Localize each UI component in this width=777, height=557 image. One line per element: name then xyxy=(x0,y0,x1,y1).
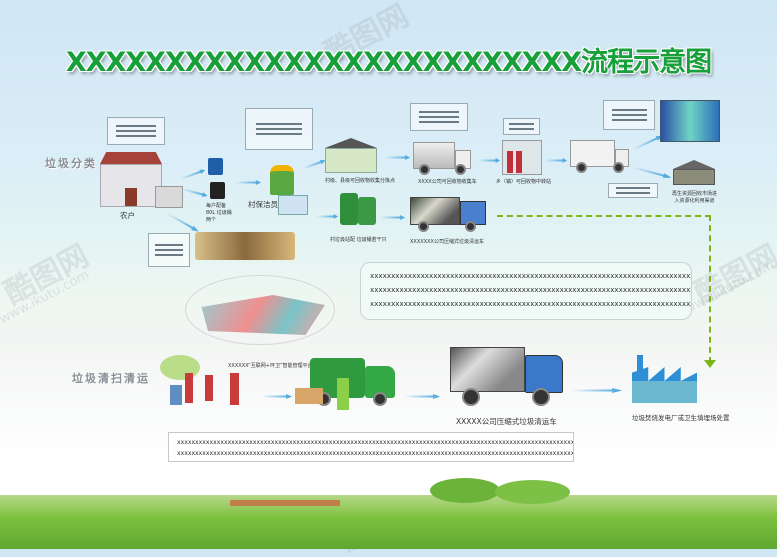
farmhouse-row xyxy=(230,500,340,506)
market-label: 再生资源回收市场进入资源化利用渠道 xyxy=(672,191,718,204)
tree-illustration xyxy=(495,480,570,504)
speech-bubble xyxy=(245,108,313,150)
flow-arrow xyxy=(632,165,672,180)
green-bin-icon xyxy=(358,197,376,225)
disposal-label: 垃圾焚烧发电厂或卫生填埋场处置 xyxy=(632,414,730,422)
dotted-flow-line xyxy=(709,215,711,363)
compactor-top-label: XXXXXXX公司压缩式垃圾清运车 xyxy=(410,239,484,245)
speech-bubble xyxy=(148,233,190,267)
flow-arrow xyxy=(180,168,206,182)
text-line: xxxxxxxxxxxxxxxxxxxxxxxxxxxxxxxxxxxxxxxx… xyxy=(370,286,692,294)
recyclable-bin-icon xyxy=(208,158,223,175)
green-bin-icon xyxy=(340,193,358,225)
speech-bubble xyxy=(603,100,655,130)
text-line: xxxxxxxxxxxxxxxxxxxxxxxxxxxxxxxxxxxxxxxx… xyxy=(177,450,574,457)
section-label-cleaning: 垃圾清扫清运 xyxy=(72,372,150,385)
village-cleaner-illustration xyxy=(270,165,294,195)
box-truck-illustration xyxy=(570,140,630,173)
signal-rings xyxy=(185,275,335,345)
tree-illustration xyxy=(430,478,500,503)
map-caption: XXXXXX“互联网+环卫”智能管理平台 xyxy=(228,363,313,369)
disposal-plant-illustration xyxy=(632,355,697,403)
speech-bubble xyxy=(503,118,540,135)
cleaning-cart-illustration xyxy=(278,195,308,215)
recycling-market-building xyxy=(673,160,715,185)
description-textbox: xxxxxxxxxxxxxxxxxxxxxxxxxxxxxxxxxxxxxxxx… xyxy=(360,262,692,320)
compactor-bottom-label: XXXXX公司压缩式垃圾清运车 xyxy=(456,417,557,426)
other-waste-bin-icon xyxy=(210,182,225,199)
recycle-truck-illustration xyxy=(413,142,471,175)
farmer-label: 农户 xyxy=(120,211,135,220)
text-line: xxxxxxxxxxxxxxxxxxxxxxxxxxxxxxxxxxxxxxxx… xyxy=(177,439,574,446)
green-garbage-truck-illustration xyxy=(295,358,405,413)
speech-bubble xyxy=(107,117,165,145)
transfer-station-illustration xyxy=(502,140,542,175)
village-bins-label: 村垃圾站配 垃圾桶若干只 xyxy=(330,237,387,243)
flow-arrow xyxy=(572,388,622,393)
bins-label: 每户配备80L 垃圾桶两个 xyxy=(206,203,232,223)
flow-arrow xyxy=(166,211,200,233)
text-line: xxxxxxxxxxxxxxxxxxxxxxxxxxxxxxxxxxxxxxxx… xyxy=(370,272,692,280)
flow-arrow xyxy=(545,158,567,163)
flow-arrow xyxy=(182,187,208,199)
compactor-truck-illustration xyxy=(450,345,565,410)
speech-bubble xyxy=(410,103,468,131)
arrow-down-icon xyxy=(704,360,716,368)
flow-arrow xyxy=(262,394,292,399)
description-textbox: xxxxxxxxxxxxxxxxxxxxxxxxxxxxxxxxxxxxxxxx… xyxy=(168,432,574,462)
street-sweepers-illustration xyxy=(160,355,250,410)
flow-arrow xyxy=(316,214,338,219)
section-label-sorting: 垃圾分类 xyxy=(45,157,97,170)
recycle-truck-label: XXXX公司可回收物收集车 xyxy=(418,179,477,185)
flow-arrow xyxy=(385,155,410,160)
collection-point-building xyxy=(325,138,377,173)
page-title: XXXXXXXXXXXXXXXXXXXXXXXXXX流程示意图 xyxy=(65,47,712,78)
flow-arrow xyxy=(405,394,440,399)
flow-arrow xyxy=(302,158,326,171)
flow-arrow xyxy=(235,180,261,185)
shed-illustration xyxy=(155,186,183,208)
watermark-brand: 酷图网 xyxy=(688,238,777,312)
farmhouse-illustration xyxy=(100,152,162,207)
recycling-plant-illustration xyxy=(660,100,720,142)
compactor-truck-illustration xyxy=(410,195,488,235)
dotted-flow-line xyxy=(497,215,711,217)
flow-arrow xyxy=(380,215,405,220)
speech-bubble xyxy=(608,183,658,198)
collection-point-label: 村级、县级可回收物收集分拣点 xyxy=(325,178,396,184)
transfer-station-label: 乡（镇）可回收物中转站 xyxy=(496,179,552,185)
farm-compost-illustration xyxy=(195,232,295,260)
green-field-background xyxy=(0,495,777,549)
cleaner-label: 村保洁员 xyxy=(248,200,278,209)
text-line: xxxxxxxxxxxxxxxxxxxxxxxxxxxxxxxxxxxxxxxx… xyxy=(370,300,692,308)
flow-arrow xyxy=(632,133,663,151)
flow-arrow xyxy=(478,158,500,163)
